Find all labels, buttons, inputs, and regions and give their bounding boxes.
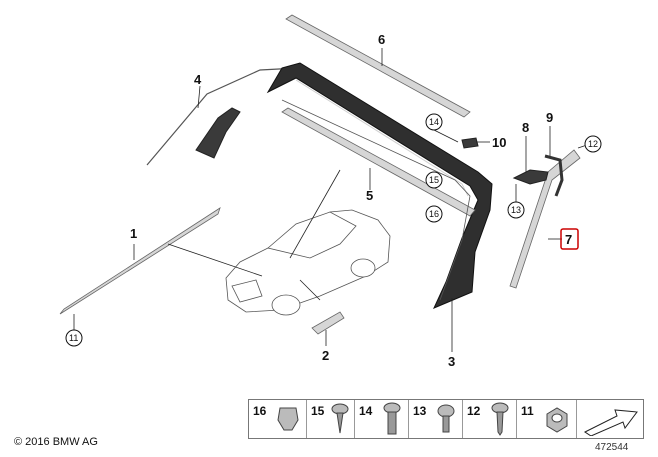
nut-icon [546, 407, 568, 433]
part-9-strip [544, 154, 564, 197]
callout-6: 6 [378, 32, 385, 47]
legend-cell-13: 13 [409, 400, 463, 438]
callout-13: 13 [511, 205, 521, 215]
legend-cell-12: 12 [463, 400, 517, 438]
callout-16: 16 [429, 209, 439, 219]
callout-12: 12 [588, 139, 598, 149]
screw-icon [331, 403, 349, 434]
legend-cell-arrow [577, 400, 643, 438]
callout-2: 2 [322, 348, 329, 363]
part-5-strip [281, 107, 476, 217]
legend-cell-16: 16 [249, 400, 307, 438]
legend-cell-11: 11 [517, 400, 577, 438]
callout-8: 8 [522, 120, 529, 135]
part-4-bracket [195, 107, 241, 159]
callout-11: 11 [69, 333, 78, 343]
legend-num-11: 11 [521, 404, 534, 418]
legend-cell-15: 15 [307, 400, 355, 438]
legend-cell-14: 14 [355, 400, 409, 438]
car-outline [225, 209, 391, 316]
legend-num-12: 12 [467, 404, 481, 418]
callout-7: 7 [565, 232, 572, 247]
callout-15: 15 [429, 175, 439, 185]
part-10-part [461, 137, 479, 149]
legend-num-16: 16 [253, 404, 267, 418]
callout-4: 4 [194, 72, 202, 87]
bolt-icon [383, 402, 401, 435]
drawing-number: 472544 [595, 442, 629, 453]
tapping-screw-icon [491, 402, 509, 436]
short-screw-icon [437, 404, 455, 433]
callout-3: 3 [448, 354, 455, 369]
callout-9: 9 [546, 110, 553, 125]
clip-icon [277, 407, 299, 431]
legend-num-14: 14 [359, 404, 373, 418]
fastener-legend: 16 15 14 13 12 11 [248, 399, 644, 439]
legend-num-15: 15 [311, 404, 325, 418]
part-4-frame [146, 67, 299, 166]
callout-1: 1 [130, 226, 137, 241]
callout-5: 5 [366, 188, 373, 203]
legend-num-13: 13 [413, 404, 427, 418]
part-1-strip [59, 207, 221, 315]
callout-10: 10 [492, 135, 506, 150]
part-6-strip [285, 14, 471, 118]
part-2-piece [311, 311, 345, 335]
copyright-text: © 2016 BMW AG [14, 436, 98, 448]
part-8-bracket [512, 169, 549, 185]
callout-14: 14 [429, 117, 439, 127]
direction-arrow-icon [584, 409, 638, 436]
part-7-strip [509, 149, 581, 289]
part-5-outline [281, 99, 471, 301]
callout-7-highlight [560, 228, 579, 250]
part-3-frame [266, 62, 493, 309]
